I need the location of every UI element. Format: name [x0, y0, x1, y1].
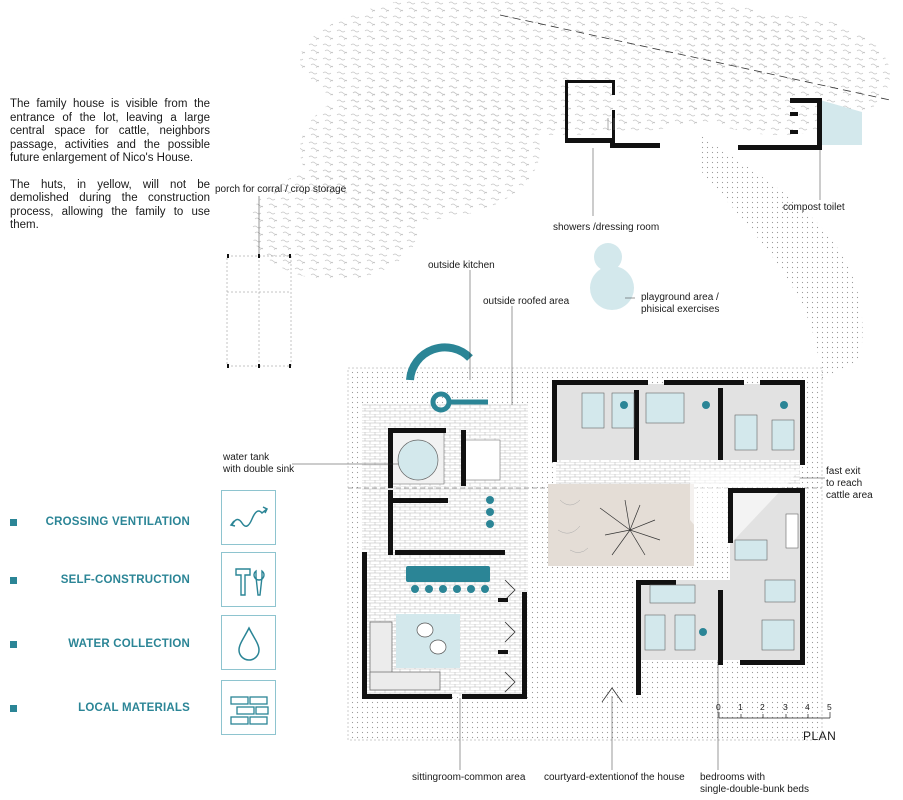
- intro-paragraph-2: The huts, in yellow, will not be demolis…: [10, 178, 210, 232]
- feature-bullet: [10, 705, 17, 712]
- courtyard: [548, 484, 694, 566]
- label-outside-roofed: outside roofed area: [483, 296, 570, 307]
- feature-crossing-ventilation: CROSSING VENTILATION: [10, 516, 190, 530]
- label-sittingroom: sittingroom-common area: [412, 772, 526, 783]
- scale-tick-4: 4: [805, 702, 810, 712]
- plan-title: PLAN: [803, 729, 837, 743]
- label-fast-exit-3: cattle area: [826, 490, 873, 501]
- showers-building: [565, 80, 660, 148]
- feature-self-construction: SELF-CONSTRUCTION: [10, 574, 190, 588]
- label-water-tank-1: water tank: [223, 452, 270, 463]
- scale-tick-1: 1: [738, 702, 743, 712]
- playground-circle: [594, 243, 622, 271]
- label-showers: showers /dressing room: [553, 222, 660, 233]
- feature-local-materials: LOCAL MATERIALS: [10, 702, 190, 716]
- kitchen-arc: [406, 343, 473, 381]
- feature-name: CROSSING VENTILATION: [45, 516, 190, 528]
- feature-bullet: [10, 519, 17, 526]
- label-fast-exit-2: to reach: [826, 478, 863, 489]
- feature-water-collection: WATER COLLECTION: [10, 638, 190, 652]
- wind-icon: [221, 490, 276, 545]
- feature-name: LOCAL MATERIALS: [78, 702, 190, 714]
- water-tank: [397, 439, 439, 481]
- scale-tick-2: 2: [760, 702, 765, 712]
- feature-bullet: [10, 641, 17, 648]
- label-courtyard: courtyard-extentionof the house: [544, 772, 685, 783]
- property-line: [499, 14, 891, 101]
- label-fast-exit-1: fast exit: [826, 466, 861, 477]
- label-porch: porch for corral / crop storage: [215, 184, 347, 195]
- label-playground-1: playground area /: [641, 292, 719, 303]
- bricks-icon: [221, 680, 276, 735]
- label-bedrooms-2: single-double-bunk beds: [700, 784, 809, 795]
- leader-lines: [258, 148, 825, 770]
- label-bedrooms-1: bedrooms with: [700, 772, 766, 783]
- rug: [396, 614, 460, 668]
- feature-name: WATER COLLECTION: [68, 638, 190, 650]
- label-playground-2: phisical exercises: [641, 304, 720, 315]
- scale-bar: [718, 712, 831, 719]
- label-outside-kitchen: outside kitchen: [428, 260, 495, 271]
- scale-tick-0: 0: [716, 702, 721, 712]
- dining-table: [406, 566, 490, 582]
- label-water-tank-2: with double sink: [223, 464, 295, 475]
- dotted-path: [700, 135, 863, 380]
- porch-grid: [226, 254, 292, 368]
- tools-icon: [221, 552, 276, 607]
- scale-tick-5: 5: [827, 702, 832, 712]
- intro-paragraph-1: The family house is visible from the ent…: [10, 98, 210, 164]
- palm-tree: [599, 499, 661, 556]
- water-drop-icon: [221, 615, 276, 670]
- playground-circle: [590, 266, 634, 310]
- feature-name: SELF-CONSTRUCTION: [60, 574, 190, 586]
- left-house-walls: [362, 428, 527, 699]
- label-compost-toilet: compost toilet: [783, 202, 845, 213]
- compost-toilet-building: [738, 98, 862, 150]
- feature-bullet: [10, 577, 17, 584]
- scale-tick-3: 3: [783, 702, 788, 712]
- bedrooms-block: [552, 380, 805, 695]
- intro-text: The family house is visible from the ent…: [10, 98, 210, 246]
